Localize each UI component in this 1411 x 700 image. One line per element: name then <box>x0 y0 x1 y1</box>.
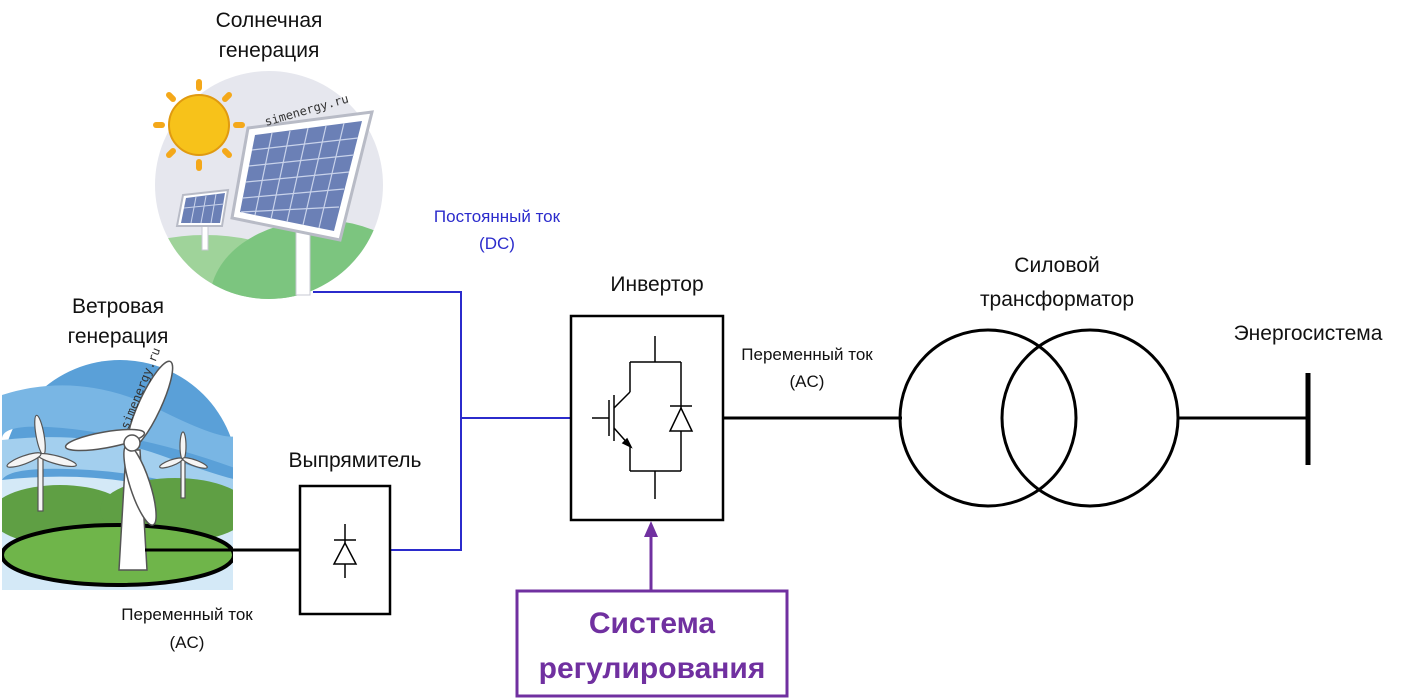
transformer-label-line2: трансформатор <box>980 288 1134 311</box>
ac-wind-label-line2: (AC) <box>170 633 205 652</box>
control-system-block <box>515 589 789 698</box>
ac-inverter-label-line2: (AC) <box>790 372 825 391</box>
wind-turbine-icon <box>64 360 174 571</box>
freewheel-diode-icon <box>668 405 694 432</box>
wind-label-line2: генерация <box>68 325 169 348</box>
ac-inverter-label-line1: Переменный ток <box>741 345 873 364</box>
wind-label-line1: Ветровая <box>72 295 164 318</box>
dc-label-line2: (DC) <box>479 234 515 253</box>
ac-wind-label-line1: Переменный ток <box>121 605 253 624</box>
solar-label-line1: Солнечная <box>216 9 323 32</box>
igbt-icon <box>592 336 682 499</box>
solar-label-line2: генерация <box>219 39 320 62</box>
control-label-line1: Система <box>589 607 716 640</box>
grid-label: Энергосистема <box>1234 322 1383 345</box>
inverter-label: Инвертор <box>610 273 703 296</box>
dc-label-line1: Постоянный ток <box>434 207 561 226</box>
dc-bus-lines <box>313 291 571 551</box>
solar-panel-icon <box>230 110 374 242</box>
transformer-icon <box>898 328 1180 508</box>
wind-generation-icon: simenergy.ru <box>2 345 233 590</box>
control-label-line2: регулирования <box>539 652 766 685</box>
sun-icon <box>153 79 245 171</box>
rectifier-block <box>298 484 392 616</box>
ac-lines <box>145 416 1308 552</box>
control-arrow <box>644 521 658 590</box>
transformer-label-line1: Силовой <box>1014 254 1099 277</box>
inverter-block <box>569 314 725 522</box>
rectifier-label: Выпрямитель <box>288 449 421 472</box>
diode-icon <box>332 524 358 578</box>
